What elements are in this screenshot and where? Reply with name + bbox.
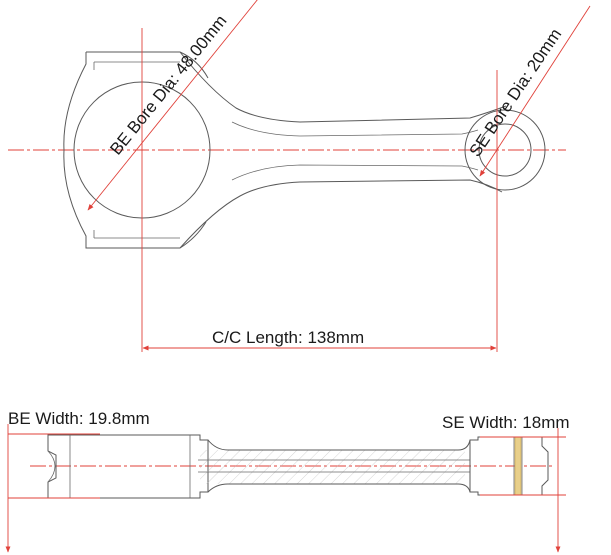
small-end-bushing bbox=[514, 436, 522, 496]
se-width-label: SE Width: 18mm bbox=[442, 413, 570, 432]
shank-section-hatch bbox=[200, 450, 465, 484]
top-view: BE Bore Dia: 48.00mm SE Bore Dia: 20mm C… bbox=[8, 0, 591, 352]
side-view: BE Width: 19.8mm SE Width: 18mm bbox=[5, 409, 570, 553]
be-bore-dimension-line bbox=[87, 0, 258, 211]
small-end-bore bbox=[478, 123, 532, 177]
be-width-label: BE Width: 19.8mm bbox=[8, 409, 150, 428]
se-bore-dimension-line bbox=[479, 5, 591, 177]
small-end-block bbox=[469, 436, 549, 496]
big-end-block bbox=[47, 434, 209, 499]
shank-inner-lines bbox=[231, 121, 479, 181]
cc-length-label: C/C Length: 138mm bbox=[212, 328, 364, 347]
shank-side-outline bbox=[207, 439, 471, 493]
small-end-outer bbox=[464, 109, 546, 191]
be-bore-label: BE Bore Dia: 48.00mm bbox=[106, 11, 230, 158]
shank-outline bbox=[179, 51, 507, 249]
big-end-notch bbox=[47, 450, 56, 483]
big-end-flange bbox=[93, 61, 180, 239]
se-bore-label: SE Bore Dia: 20mm bbox=[466, 25, 566, 160]
